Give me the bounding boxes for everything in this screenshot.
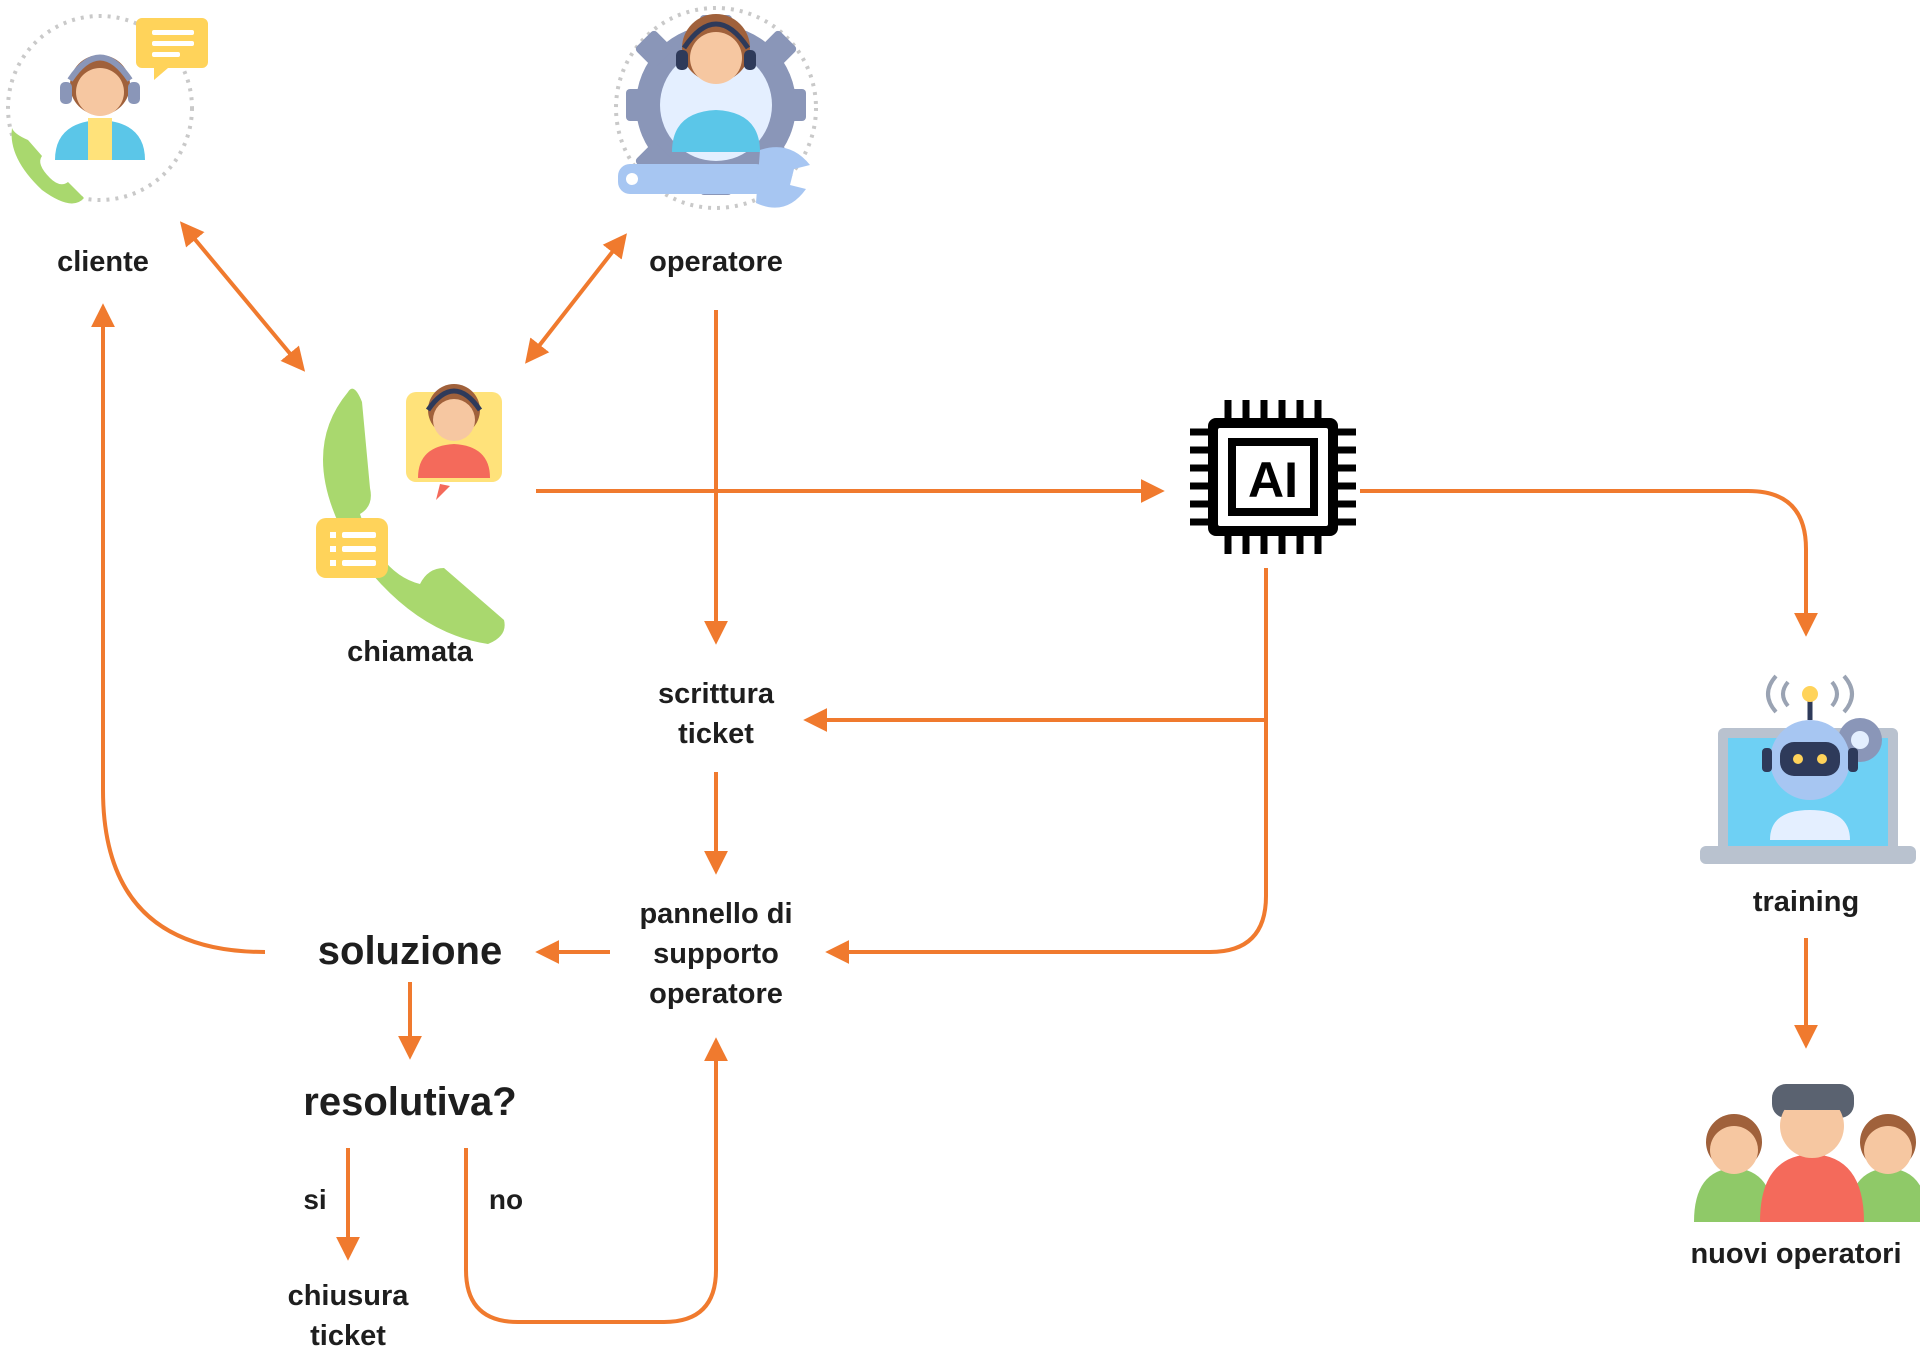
arrow-ai-training	[1360, 489, 1818, 637]
label-no: no	[488, 1184, 524, 1215]
label-training: training	[1752, 886, 1860, 918]
label-nuovi-operatori: nuovi operatori	[1690, 1238, 1902, 1270]
ai-chip-icon: AI	[1190, 400, 1356, 554]
label-resolutiva: resolutiva?	[303, 1080, 517, 1124]
label-chiusura-ticket: chiusura ticket	[258, 1276, 438, 1356]
arrow-soluzione-cliente	[91, 303, 266, 954]
label-pannello-line-1: pannello di	[639, 898, 793, 930]
customer-headset-phone-icon	[6, 14, 208, 204]
label-chiusura-line-1: chiusura	[287, 1280, 409, 1312]
label-chiamata: chiamata	[347, 636, 473, 668]
operator-gear-wrench-icon	[614, 6, 818, 210]
label-scrittura-line-1: scrittura	[657, 678, 775, 710]
arrow-operatore-chiamata	[525, 233, 627, 364]
phone-call-agent-icon	[316, 384, 505, 644]
label-soluzione: soluzione	[317, 929, 503, 973]
label-pannello-line-2: supporto	[653, 938, 779, 970]
label-pannello-supporto: pannello di supporto operatore	[606, 894, 826, 1014]
label-scrittura-line-2: ticket	[678, 718, 754, 750]
arrow-ai-pannello	[825, 720, 1268, 964]
label-operatore: operatore	[649, 246, 783, 278]
team-people-icon	[1694, 1084, 1920, 1222]
label-scrittura-ticket: scrittura ticket	[616, 674, 816, 754]
arrow-ai-scrittura	[803, 568, 1268, 732]
arrow-cliente-chiamata	[179, 221, 306, 372]
ai-chip-label: AI	[1248, 452, 1298, 508]
label-cliente: cliente	[57, 246, 149, 278]
label-si: si	[303, 1184, 327, 1215]
label-pannello-line-3: operatore	[649, 978, 783, 1010]
label-chiusura-line-2: ticket	[310, 1320, 386, 1352]
robot-laptop-icon	[1700, 674, 1916, 864]
arrow-resolutiva-no-pannello	[464, 1037, 728, 1324]
